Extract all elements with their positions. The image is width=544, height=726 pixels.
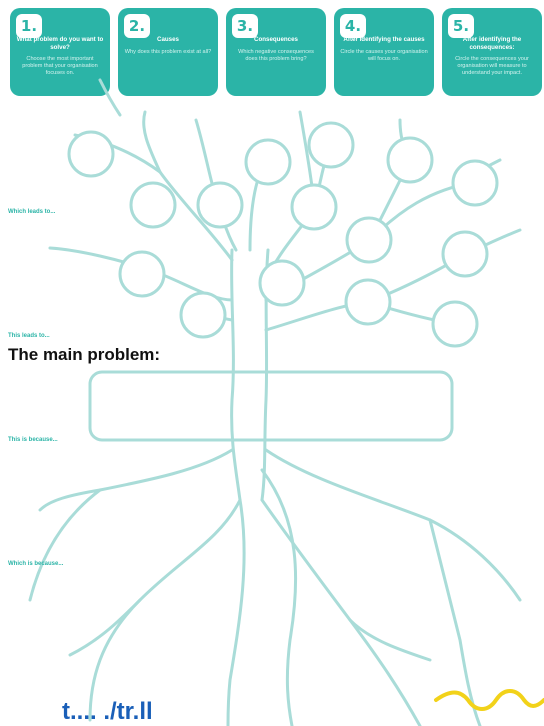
trunk-left	[230, 248, 242, 502]
root	[260, 468, 298, 726]
side-label-this-leads-to: This leads to...	[8, 333, 50, 339]
cause-circle[interactable]	[386, 136, 434, 184]
step-card-1: 1. What problem do you want to solve? Ch…	[10, 8, 110, 96]
cause-circle[interactable]	[258, 259, 306, 307]
root	[226, 498, 246, 726]
wave-decoration	[434, 689, 544, 711]
cause-circle[interactable]	[290, 183, 338, 231]
step-number: 1.	[16, 14, 42, 38]
step-number: 4.	[340, 14, 366, 38]
side-label-which-because: Which is because...	[8, 561, 64, 567]
step-card-2: 2. Causes Why does this problem exist at…	[118, 8, 218, 96]
cause-circle[interactable]	[244, 138, 292, 186]
root	[428, 518, 482, 726]
cause-circle[interactable]	[129, 181, 177, 229]
step-description: Choose the most important problem that y…	[22, 56, 98, 76]
cause-circle[interactable]	[344, 278, 392, 326]
step-description: Which negative consequences does this pr…	[238, 48, 314, 62]
footer-link[interactable]: t.... ./tr.ll	[62, 698, 153, 725]
step-description: Circle the consequences your organisatio…	[455, 56, 529, 76]
step-description: Circle the causes your organisation will…	[340, 48, 428, 62]
step-title: Causes	[156, 36, 179, 43]
root	[38, 448, 234, 512]
step-description: Why does this problem exist at all?	[124, 48, 212, 55]
step-title: After identifying the causes	[343, 36, 425, 43]
cause-circle[interactable]	[196, 181, 244, 229]
cause-circle[interactable]	[179, 291, 227, 339]
step-card-4: 4. After identifying the causes Circle t…	[334, 8, 434, 96]
step-number: 3.	[232, 14, 258, 38]
cause-circle[interactable]	[441, 230, 489, 278]
root	[28, 488, 102, 602]
side-label-because: This is because...	[8, 437, 58, 443]
cause-circle[interactable]	[118, 250, 166, 298]
root	[264, 448, 522, 602]
root	[348, 618, 432, 662]
root	[88, 498, 242, 722]
step-title: After identifying the consequences:	[462, 36, 522, 51]
main-problem-title: The main problem:	[8, 345, 161, 364]
root	[68, 598, 142, 657]
step-title: What problem do you want to solve?	[16, 36, 104, 51]
branch	[142, 110, 162, 174]
cause-circle[interactable]	[67, 130, 115, 178]
step-card-3: 3. Consequences Which negative consequen…	[226, 8, 326, 96]
step-number: 5.	[448, 14, 474, 38]
main-problem-box[interactable]	[88, 370, 454, 442]
cause-circle[interactable]	[451, 159, 499, 207]
steps-header: 1. What problem do you want to solve? Ch…	[0, 0, 544, 100]
branch	[98, 78, 122, 117]
root	[260, 498, 422, 726]
step-card-5: 5. After identifying the consequences: C…	[442, 8, 542, 96]
step-title: Consequences	[253, 36, 298, 43]
side-label-leads-to: Which leads to...	[8, 209, 56, 215]
step-number: 2.	[124, 14, 150, 38]
cause-circle[interactable]	[345, 216, 393, 264]
cause-circle[interactable]	[431, 300, 479, 348]
cause-circle[interactable]	[307, 121, 355, 169]
